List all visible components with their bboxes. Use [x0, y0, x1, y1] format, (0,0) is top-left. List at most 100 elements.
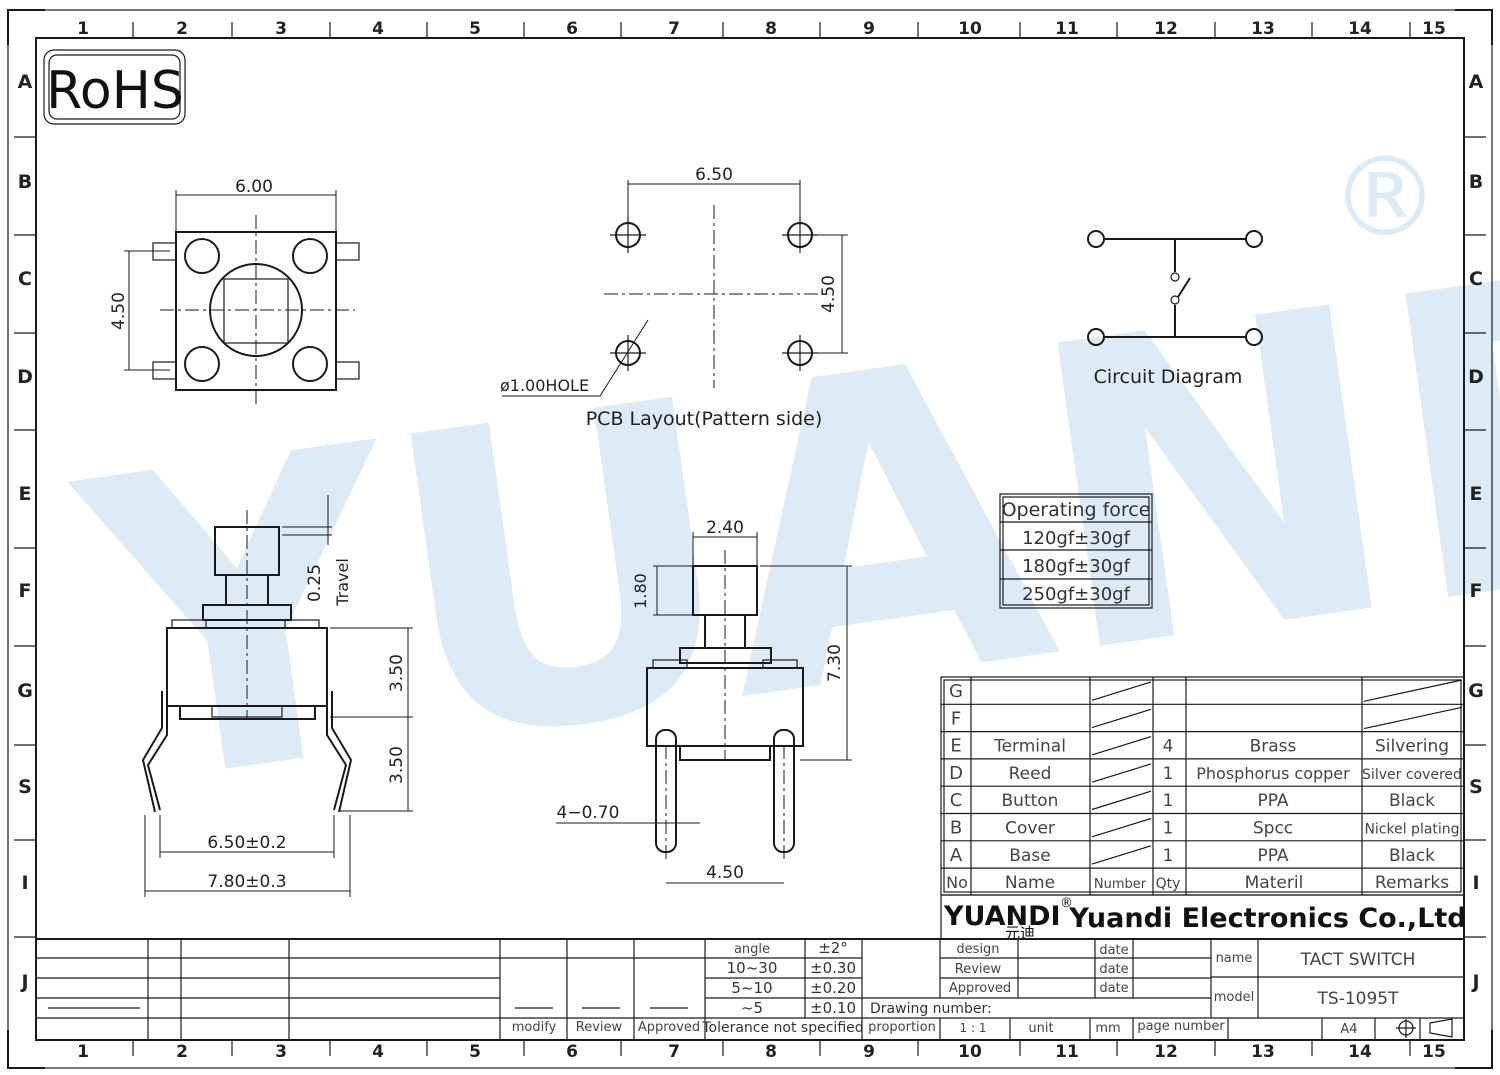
bom-header-qty: Qty — [1156, 876, 1181, 892]
bom-name: Reed — [1009, 764, 1052, 784]
grid-row-right: I — [1472, 872, 1479, 894]
tol-caption: Tolerance not specified — [701, 1020, 863, 1036]
bom-qty: 1 — [1163, 819, 1174, 839]
bom-header-remarks: Remarks — [1375, 873, 1449, 893]
grid-row-left: C — [18, 268, 32, 290]
rev-approved: Approved — [638, 1020, 700, 1035]
grid-col-top: 8 — [765, 19, 777, 39]
front-view: 2.40 1.80 7.30 4−0.70 4.50 — [556, 518, 852, 884]
rohs-badge: RoHS — [43, 49, 186, 125]
bom-header-name: Name — [1005, 873, 1055, 893]
grid-row-right: G — [1468, 680, 1484, 702]
grid-col-bottom: 5 — [469, 1042, 481, 1062]
grid-row-right: F — [1470, 580, 1483, 602]
company-logo: YUANDI — [943, 901, 1061, 932]
force-row-2: 180gf±30gf — [1022, 556, 1131, 577]
bom-qty: 1 — [1163, 791, 1174, 811]
pcb-height-dim: 4.50 — [819, 275, 839, 313]
grid-col-top: 4 — [372, 19, 384, 39]
name-value: TACT SWITCH — [1300, 950, 1416, 970]
company-reg: ® — [1060, 896, 1073, 911]
approved-label: Approved — [949, 981, 1011, 996]
model-label: model — [1214, 990, 1254, 1005]
grid-col-bottom: 10 — [958, 1042, 982, 1062]
scale-value: 1 : 1 — [960, 1021, 987, 1035]
design-label: design — [956, 942, 999, 957]
grid-row-left: F — [19, 580, 32, 602]
bom-header-no: No — [946, 873, 968, 892]
grid-col-bottom: 12 — [1154, 1042, 1178, 1062]
tol-value-1: ±2° — [818, 939, 848, 957]
grid-col-top: 13 — [1251, 19, 1275, 39]
tol-value-2: ±0.30 — [810, 959, 856, 977]
bom-no: D — [949, 763, 963, 784]
tol-range-4: ~5 — [741, 999, 763, 1017]
bom-no: F — [951, 708, 961, 729]
grid-col-bottom: 3 — [275, 1042, 287, 1062]
top-view: 6.00 4.50 — [109, 177, 360, 408]
tol-value-3: ±0.20 — [810, 979, 856, 997]
grid-row-right: B — [1469, 171, 1483, 193]
pcb-hole-dim: ø1.00HOLE — [500, 376, 589, 395]
bom-qty: 1 — [1163, 846, 1174, 866]
company-bar: YUANDI 元迪 ® Yuandi Electronics Co.,Ltd — [940, 894, 1467, 942]
bom-remarks: Nickel plating — [1364, 822, 1459, 838]
grid-col-bottom: 1 — [77, 1042, 89, 1062]
rohs-label: RoHS — [46, 61, 184, 121]
grid-row-left: E — [19, 483, 32, 505]
grid-row-left: D — [17, 366, 33, 388]
circuit-diagram: Circuit Diagram — [1087, 230, 1263, 388]
bom-remarks: Black — [1389, 791, 1435, 811]
proportion-label: proportion — [868, 1020, 936, 1035]
bom-name: Button — [1002, 791, 1059, 811]
cap-width-dim: 2.40 — [706, 518, 744, 538]
pcb-layout: 6.50 4.50 ø1.00HOLE PCB Layout(Pattern s… — [500, 165, 848, 430]
title-block: modify Review Approved angle ±2° 10~30 ±… — [35, 938, 1465, 1041]
grid-col-top: 11 — [1055, 19, 1079, 39]
side-h1-dim: 3.50 — [387, 654, 407, 692]
grid-col-top: 15 — [1422, 19, 1446, 39]
bom-no: E — [950, 736, 961, 757]
grid-col-bottom: 4 — [372, 1042, 384, 1062]
drawing-number-label: Drawing number: — [870, 1001, 992, 1017]
bom-qty: 1 — [1163, 764, 1174, 784]
rev-review: Review — [576, 1020, 623, 1035]
grid-col-top: 10 — [958, 19, 982, 39]
unit-value: mm — [1095, 1021, 1120, 1036]
grid-row-right: D — [1468, 366, 1484, 388]
bom-remarks: Silvering — [1375, 737, 1449, 757]
grid-row-left: G — [17, 680, 33, 702]
grid-col-top: 2 — [176, 19, 188, 39]
grid-col-top: 5 — [469, 19, 481, 39]
grid-row-left: B — [18, 171, 32, 193]
force-row-1: 120gf±30gf — [1022, 528, 1131, 549]
circuit-caption: Circuit Diagram — [1094, 366, 1243, 388]
bom-material: Phosphorus copper — [1196, 764, 1350, 783]
grid-row-left: S — [18, 776, 32, 798]
pcb-caption: PCB Layout(Pattern side) — [586, 408, 823, 430]
grid-row-left: J — [19, 971, 28, 993]
bom-name: Terminal — [993, 737, 1066, 757]
pin-dim: 4−0.70 — [557, 803, 620, 823]
bom-no: A — [950, 845, 963, 866]
force-row-3: 250gf±30gf — [1022, 584, 1131, 605]
total-height-dim: 7.30 — [825, 644, 845, 682]
grid-row-right: S — [1469, 776, 1483, 798]
grid-col-bottom: 2 — [176, 1042, 188, 1062]
force-header: Operating force — [1002, 499, 1151, 521]
outer-frame — [7, 9, 1493, 1069]
force-table: Operating force 120gf±30gf 180gf±30gf 25… — [999, 493, 1153, 609]
watermark-reg: ® — [1330, 133, 1440, 261]
tol-range-2: 10~30 — [727, 959, 778, 977]
grid-labels: 1122334455667788991010111112121313141415… — [14, 19, 1486, 1062]
side-h2-dim: 3.50 — [387, 746, 407, 784]
bom-header-material: Materil — [1245, 873, 1304, 893]
bom-material: PPA — [1257, 846, 1288, 866]
review-label: Review — [955, 962, 1002, 977]
side-view: 0.25 Travel 3.50 3.50 6.50±0.2 7.80±0.3 — [141, 495, 413, 897]
travel-dim: 0.25 — [305, 564, 325, 602]
grid-row-right: E — [1470, 483, 1483, 505]
grid-col-top: 7 — [668, 19, 680, 39]
